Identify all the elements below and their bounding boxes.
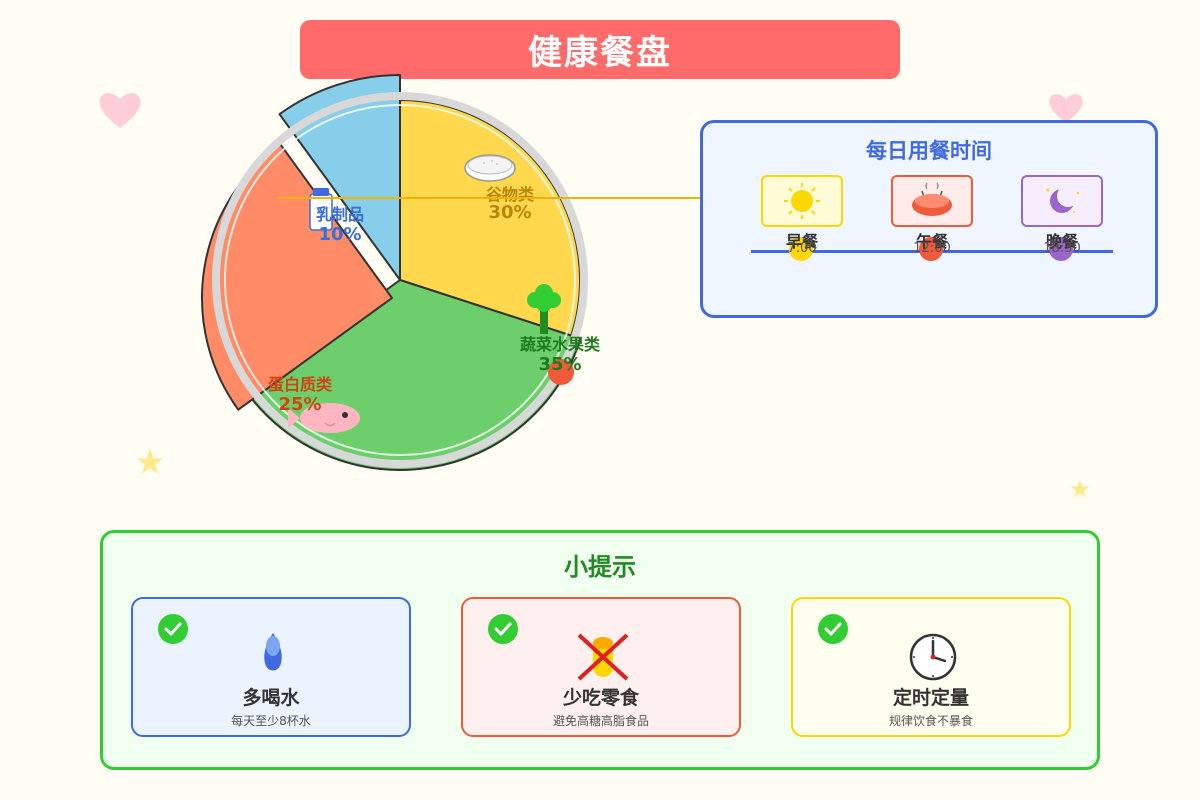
tip-title-snack: 少吃零食	[562, 687, 639, 709]
protein-slice-percent: 25%	[278, 394, 321, 415]
breakfast-time: 7:00	[787, 241, 817, 256]
lunch-dot	[919, 237, 943, 261]
meal-lunch: 午餐 12:00	[891, 175, 973, 261]
milk-bottle-icon	[309, 188, 333, 231]
bowl-icon	[912, 182, 952, 216]
meal-dinner: 晚餐 18:30	[1021, 175, 1103, 261]
dinner-dot	[1049, 237, 1073, 261]
tip-desc-schedule: 规律饮食不暴食	[888, 714, 973, 728]
dairy-slice-label: 乳制品	[316, 205, 364, 224]
fish-icon	[288, 403, 360, 433]
star-icon	[1070, 479, 1090, 498]
protein-slice-label: 蛋白质类	[268, 375, 333, 394]
dairy-slice-percent: 10%	[318, 224, 361, 245]
meal-schedule-panel: 每日用餐时间 早餐 7:00	[700, 120, 1158, 318]
tip-title-schedule: 定时定量	[892, 687, 969, 709]
moon-icon	[1046, 185, 1080, 213]
lunch-icon-box	[891, 175, 973, 227]
check-icon	[488, 614, 518, 644]
grain-slice-percent: 30%	[488, 202, 531, 223]
plate-chart: 谷物类 30% 蔬菜水果类 35% 蛋白质类 25% 乳制品 10%	[201, 74, 700, 471]
rice-icon	[464, 154, 516, 182]
page-title: 健康餐盘	[300, 20, 900, 79]
breakfast-icon-box	[761, 175, 843, 227]
broccoli-icon	[527, 284, 561, 334]
check-icon	[818, 614, 848, 644]
schedule-title: 每日用餐时间	[866, 139, 992, 163]
dinner-icon-box	[1021, 175, 1103, 227]
lunch-time: 12:00	[913, 241, 951, 256]
tip-card-schedule: 定时定量 规律饮食不暴食	[791, 597, 1071, 737]
heart-icon	[99, 92, 141, 128]
breakfast-dot	[789, 237, 813, 261]
grain-slice-label: 谷物类	[486, 185, 535, 204]
vegetable-slice-percent: 35%	[538, 354, 581, 375]
meal-breakfast: 早餐 7:00	[761, 175, 843, 261]
vegetable-slice-label: 蔬菜水果类	[520, 335, 601, 354]
tip-card-water: 多喝水 每天至少8杯水	[131, 597, 411, 737]
tip-desc-snack: 避免高糖高脂食品	[552, 714, 649, 728]
no-snack-icon	[577, 633, 629, 681]
water-drop-icon	[264, 633, 282, 671]
clock-icon	[909, 633, 957, 681]
plate-inner-rim	[224, 104, 576, 456]
check-icon	[158, 614, 188, 644]
heart-icon	[1049, 94, 1083, 123]
lunch-label: 午餐	[915, 232, 948, 251]
tip-desc-water: 每天至少8杯水	[231, 714, 311, 728]
plate-rim	[212, 92, 588, 468]
dinner-label: 晚餐	[1045, 232, 1078, 251]
tip-title-water: 多喝水	[242, 687, 300, 709]
dinner-time: 18:30	[1043, 241, 1081, 256]
tip-card-snack: 少吃零食 避免高糖高脂食品	[461, 597, 741, 737]
slice-dairy	[278, 74, 401, 281]
breakfast-label: 早餐	[785, 232, 818, 251]
tips-title: 小提示	[564, 553, 636, 581]
tomato-icon	[548, 359, 574, 385]
star-icon	[137, 449, 163, 474]
tips-panel: 小提示 多喝水 每天至少8杯水 少吃零食 避免高糖高脂食品	[100, 530, 1100, 770]
sun-icon	[784, 183, 820, 219]
slice-grain	[399, 99, 581, 337]
